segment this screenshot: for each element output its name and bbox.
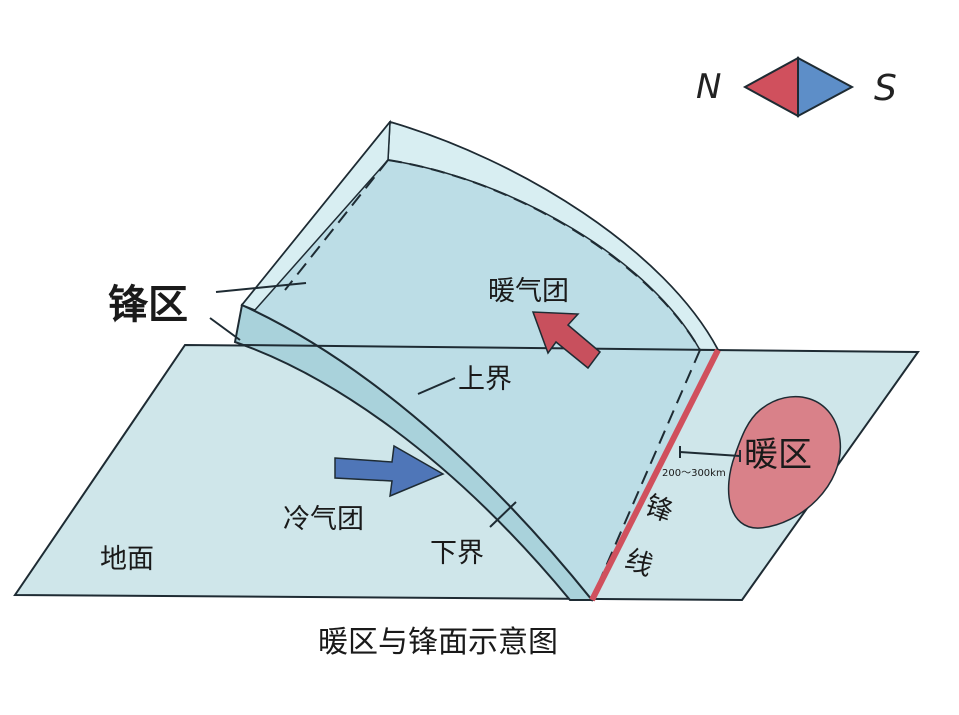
upper-boundary-leader [417, 377, 456, 395]
ground-back-edge [241, 344, 719, 351]
front-zone-label: 锋区 [108, 282, 188, 328]
front-zone-leader-1 [215, 282, 307, 293]
front-slab-left-rim [240, 119, 391, 311]
upper-boundary-dash-left [284, 159, 389, 291]
compass-north-half [742, 56, 799, 118]
warm-air-arrow-icon [531, 311, 602, 370]
upper-boundary-dash-right [599, 349, 701, 581]
distance-label: 200～300km [662, 468, 726, 479]
compass-north-label: N [696, 67, 721, 107]
lower-boundary-leader [489, 501, 517, 528]
compass-south-half [797, 56, 855, 118]
compass-icon [742, 56, 855, 118]
front-line [589, 348, 721, 602]
distance-marker [679, 451, 741, 457]
warm-sector-label: 暖区 [744, 435, 812, 475]
upper-boundary-label: 上界 [458, 364, 512, 395]
warm-air-mass-label: 暖气团 [488, 276, 569, 307]
front-zone-leader-2 [209, 317, 241, 341]
cold-air-mass-label: 冷气团 [283, 504, 364, 535]
upper-boundary-dash-top [387, 159, 701, 351]
diagram-caption: 暖区与锋面示意图 [318, 625, 558, 660]
cold-air-arrow-icon [334, 444, 445, 498]
lower-boundary-label: 下界 [430, 538, 484, 569]
warm-sector-zone [727, 395, 842, 529]
compass-south-label: S [874, 68, 897, 109]
ground-label: 地面 [100, 544, 154, 575]
